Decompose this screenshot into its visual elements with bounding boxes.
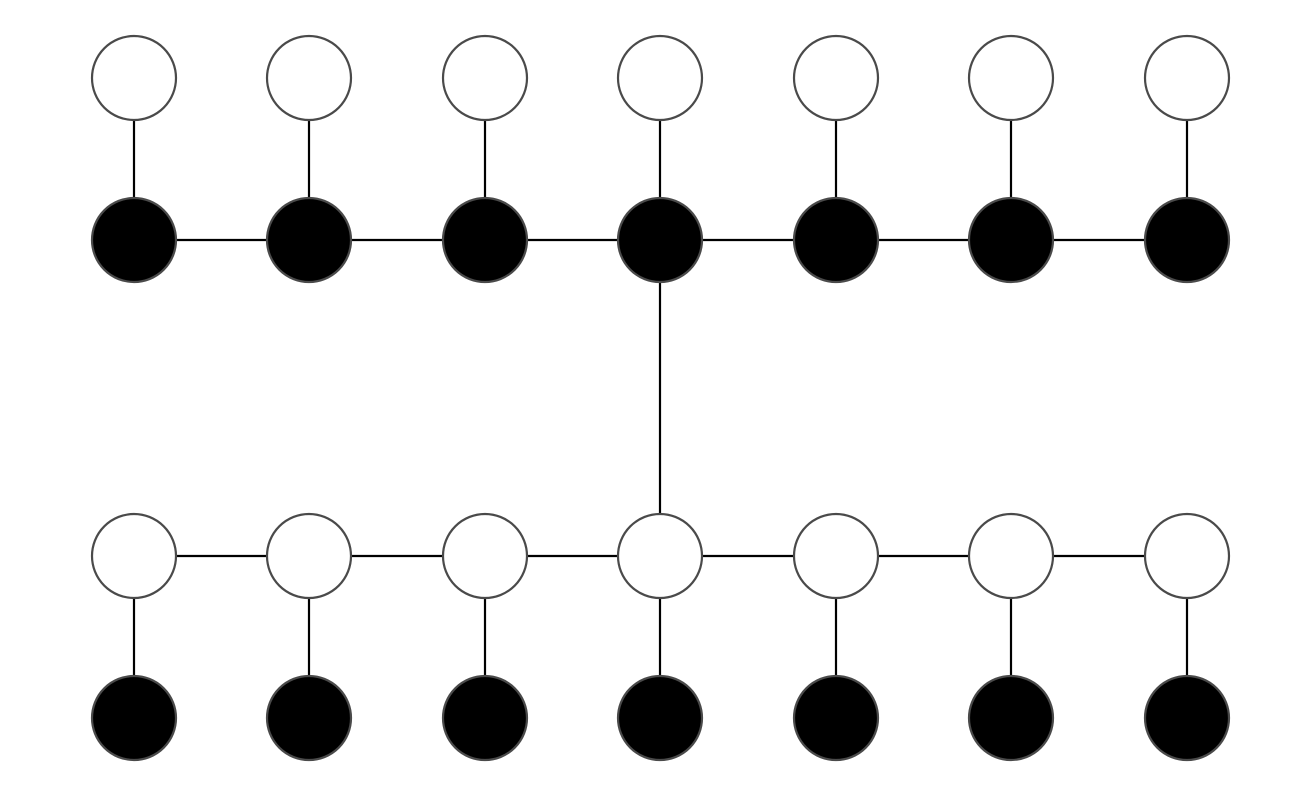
hollow-node-row3-7 [1143, 512, 1231, 600]
filled-node-row4-4 [616, 674, 704, 762]
hollow-node-row1-1 [90, 34, 178, 122]
hollow-node-row3-3 [441, 512, 529, 600]
edges-layer [132, 78, 1189, 718]
hollow-node-row1-2 [265, 34, 353, 122]
hollow-node-row3-4 [616, 512, 704, 600]
filled-node-row4-7 [1143, 674, 1231, 762]
filled-node-row2-4 [616, 196, 704, 284]
hollow-node-row3-5 [792, 512, 880, 600]
filled-node-row2-2 [265, 196, 353, 284]
filled-node-row4-3 [441, 674, 529, 762]
filled-node-row2-5 [792, 196, 880, 284]
filled-node-row2-7 [1143, 196, 1231, 284]
filled-node-row2-6 [967, 196, 1055, 284]
filled-node-row4-1 [90, 674, 178, 762]
hollow-node-row1-6 [967, 34, 1055, 122]
filled-node-row4-5 [792, 674, 880, 762]
filled-node-row4-2 [265, 674, 353, 762]
hollow-node-row3-6 [967, 512, 1055, 600]
filled-node-row4-6 [967, 674, 1055, 762]
hollow-node-row3-2 [265, 512, 353, 600]
hollow-node-row3-1 [90, 512, 178, 600]
nodes-layer [90, 34, 1231, 762]
filled-node-row2-1 [90, 196, 178, 284]
hollow-node-row1-5 [792, 34, 880, 122]
hollow-node-row1-7 [1143, 34, 1231, 122]
hollow-node-row1-4 [616, 34, 704, 122]
hollow-node-row1-3 [441, 34, 529, 122]
filled-node-row2-3 [441, 196, 529, 284]
